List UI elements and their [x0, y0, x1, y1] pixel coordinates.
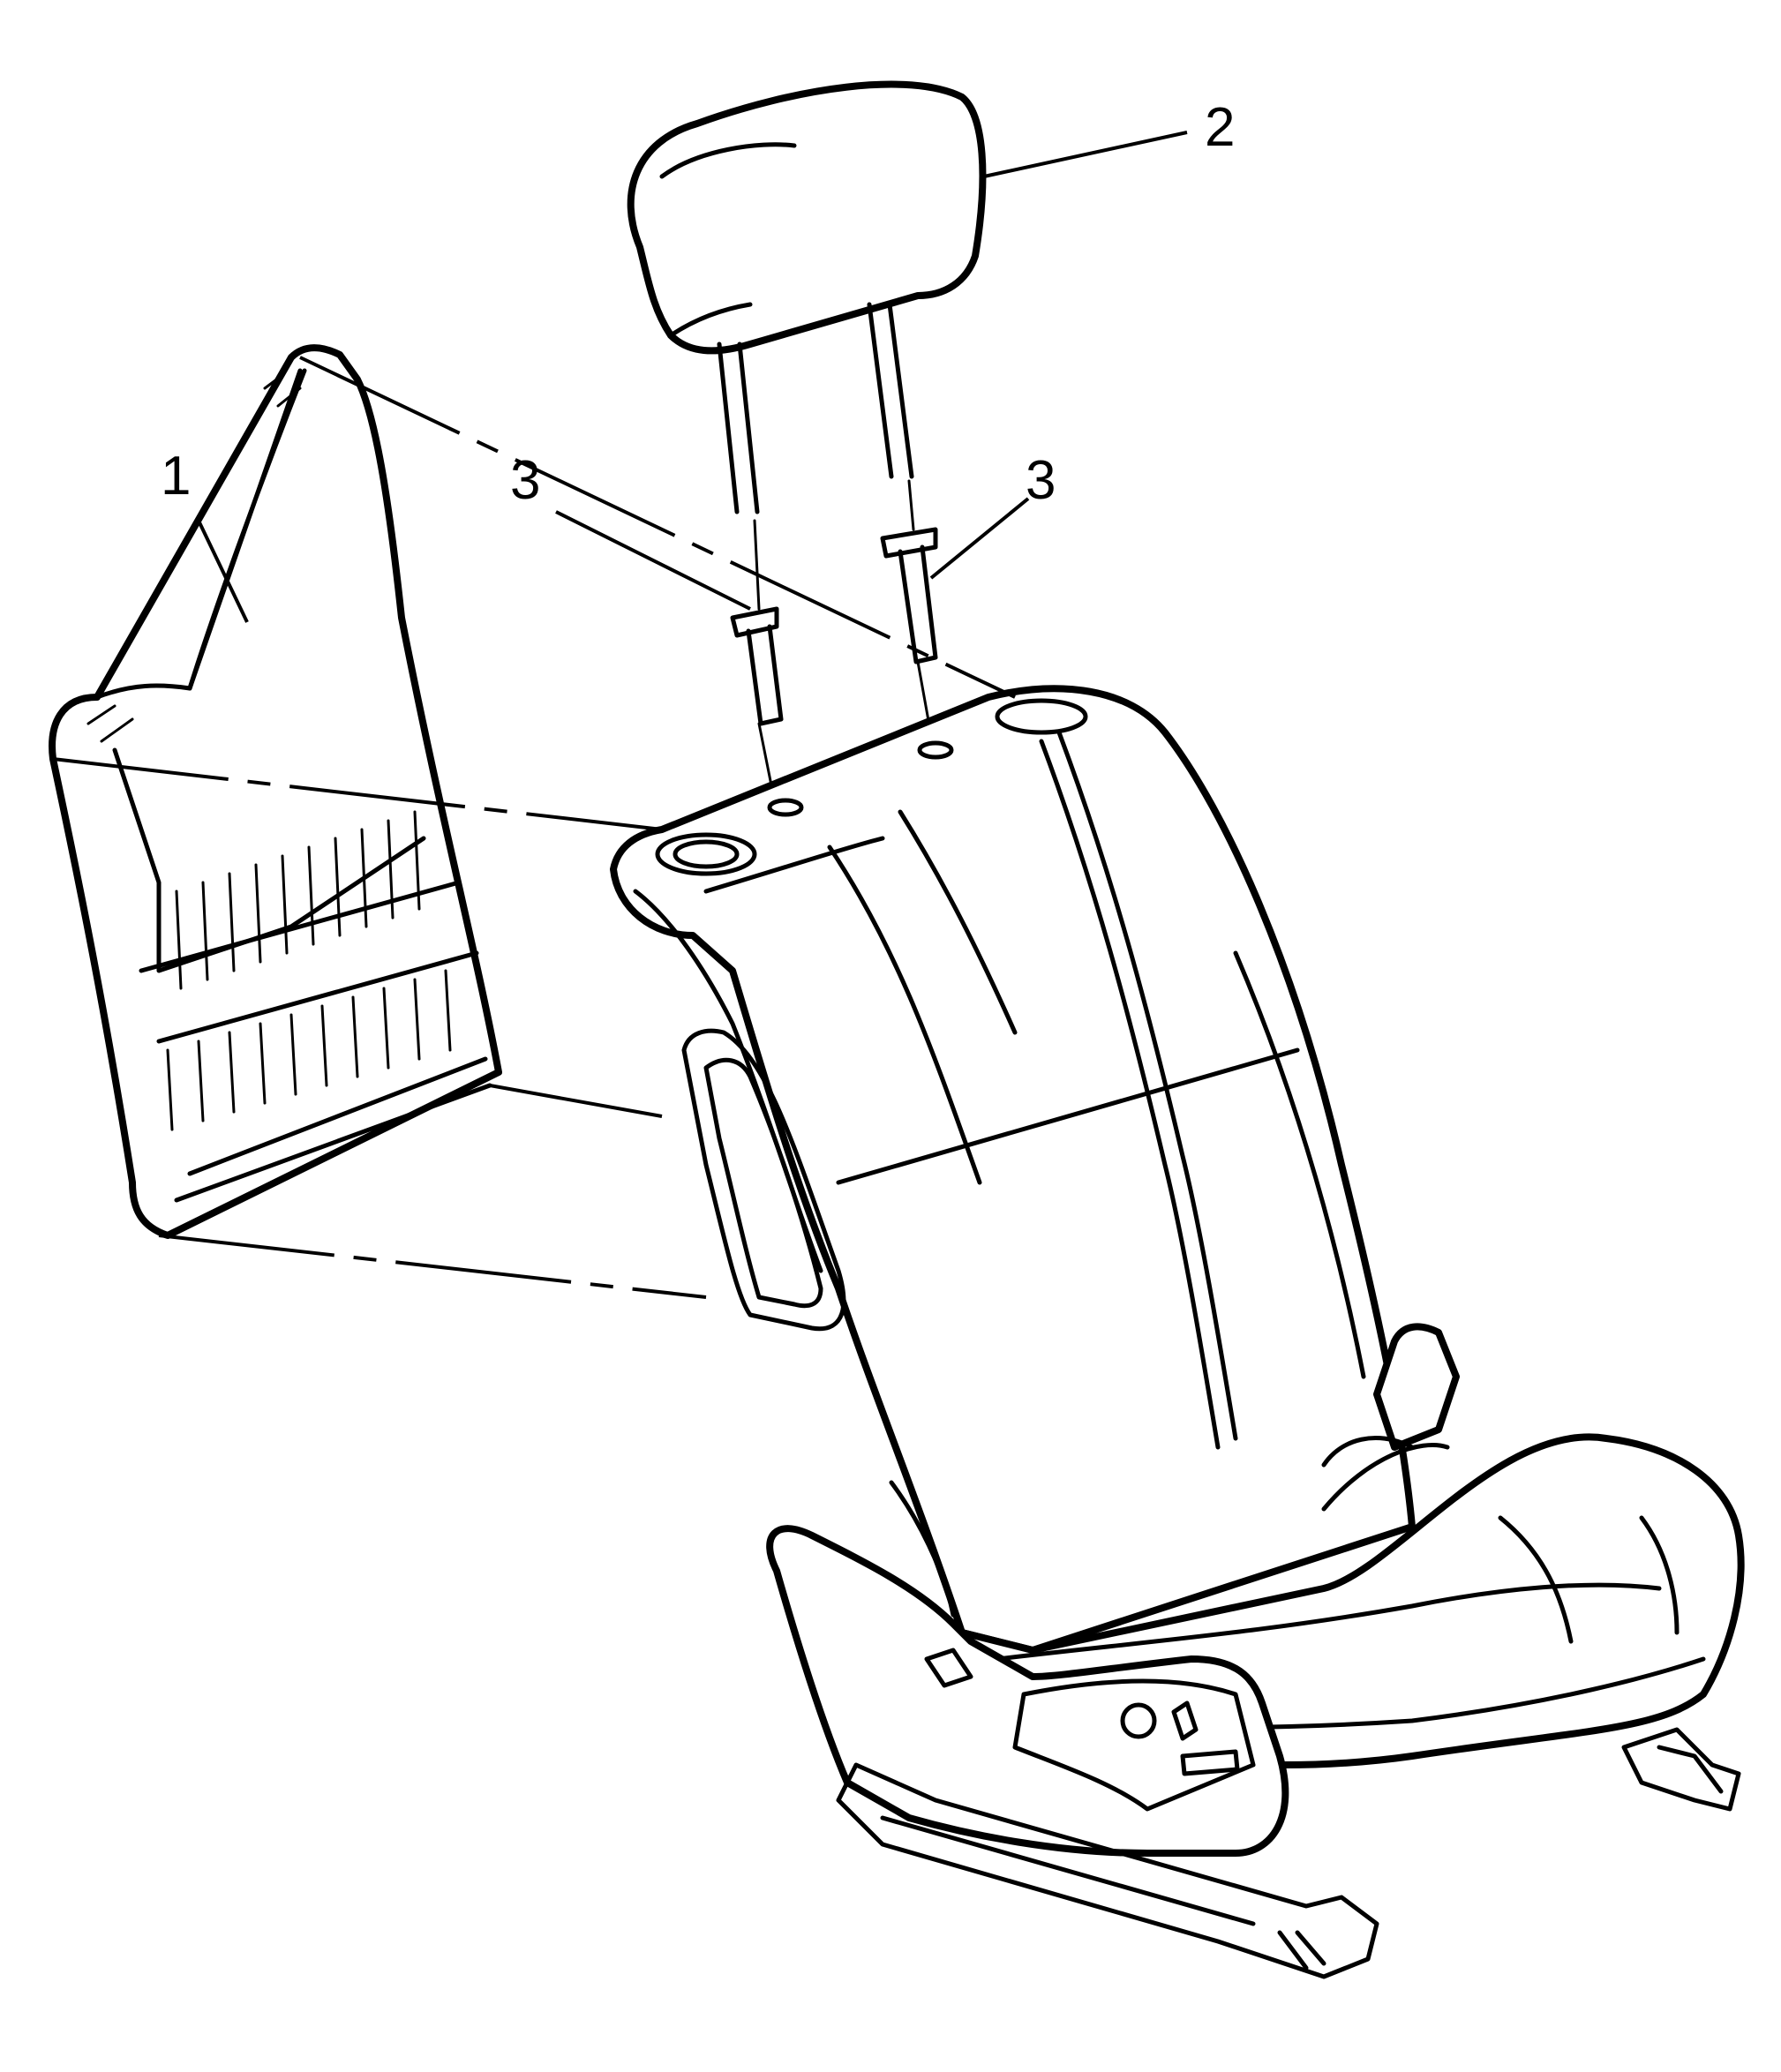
seat-track-rails [836, 1727, 1741, 1979]
leader-line-2 [983, 131, 1188, 178]
assembly-lines [52, 356, 1016, 1299]
callout-2: 2 [1205, 97, 1235, 158]
headrest [627, 80, 987, 514]
seat-back [610, 685, 1416, 1654]
callout-1: 1 [161, 446, 191, 507]
leader-line-3b [929, 497, 1030, 580]
callout-3-right: 3 [1026, 450, 1056, 511]
panel-ribs [86, 373, 452, 1131]
leader-line-3a [555, 510, 751, 611]
leader-line-1 [197, 520, 249, 623]
callout-3-left: 3 [510, 450, 540, 511]
seat-back-panel [49, 344, 502, 1239]
seat-base-side-shield [766, 1525, 1289, 1857]
headrest-guide-right [880, 479, 938, 752]
headrest-guide-left [730, 519, 784, 814]
